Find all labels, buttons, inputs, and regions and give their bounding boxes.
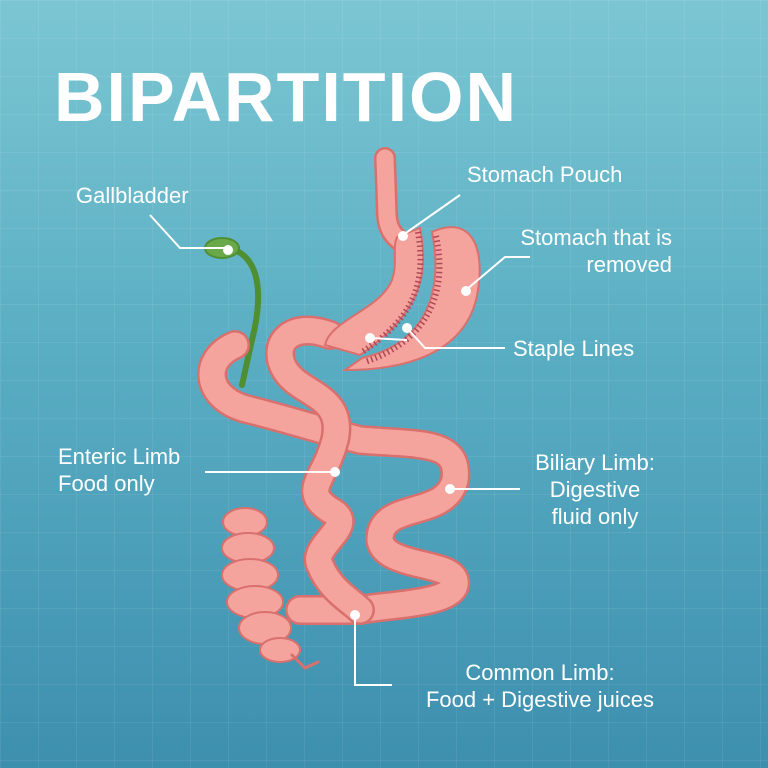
removed-stomach [341,226,481,372]
label-line: Food only [58,471,155,496]
label-line: Stomach that is [520,225,672,250]
label-line: Biliary Limb: [535,450,655,475]
label-biliary-limb: Biliary Limb: Digestive fluid only [510,449,680,530]
label-gallbladder: Gallbladder [76,183,189,208]
label-line: Food + Digestive juices [425,687,655,712]
label-line: fluid only [551,504,639,529]
intestine-limbs [197,315,471,625]
label-stomach-pouch: Stomach Pouch [467,162,623,187]
label-enteric-limb: Enteric Limb Food only [58,443,180,497]
label-line: Digestive [549,477,641,502]
staple-lines [360,231,443,365]
label-line: Common Limb: [465,660,615,685]
leader-lines [149,194,530,686]
label-stomach-removed: Stomach that is removed [520,224,672,278]
label-line: Enteric Limb [58,444,181,469]
label-staple-lines: Staple Lines [513,336,635,361]
bile-duct [232,247,262,388]
label-line: removed [586,252,672,277]
label-common-limb: Common Limb: Food + Digestive juices [400,659,680,713]
colon-coils [221,507,301,663]
page-title: BIPARTITION [54,58,519,136]
label-dots [223,231,471,620]
